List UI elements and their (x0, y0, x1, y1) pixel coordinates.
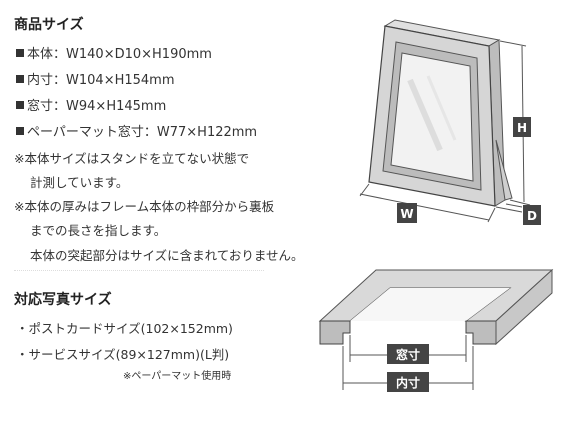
section-right-profile (465, 320, 497, 345)
note-line: 本体の突起部分はサイズに含まれておりません。 (30, 248, 304, 263)
h-label: H (517, 121, 527, 135)
w-label: W (400, 207, 413, 221)
divider (14, 270, 264, 271)
spec-inner: 内寸：W104×H154mm (16, 69, 175, 88)
spec-label: 内寸 (27, 73, 54, 88)
note-line: ※本体サイズはスタンドを立てない状態で (14, 151, 250, 166)
photo-size-heading: 対応写真サイズ (14, 292, 112, 308)
bullet-square-icon (16, 49, 24, 57)
bullet-square-icon (16, 101, 24, 109)
note-line: までの長さを指します。 (30, 223, 167, 238)
frame-stand (495, 139, 513, 201)
spec-value: W140×D10×H190mm (66, 47, 212, 62)
d-dimension-line (495, 206, 523, 213)
spec-value: W94×H145mm (66, 99, 167, 114)
d-label: D (527, 209, 537, 223)
spec-value: W77×H122mm (156, 125, 258, 140)
h-label-box (513, 117, 531, 137)
spec-window: 窓寸：W94×H145mm (16, 95, 166, 114)
inner-label-box (387, 372, 429, 392)
w-dimension-line (359, 193, 490, 221)
glass-shine (426, 75, 457, 141)
note-line: 計測しています。 (30, 175, 129, 190)
spec-label: 本体 (27, 47, 54, 62)
section-left-profile (319, 320, 351, 345)
product-size-heading: 商品サイズ (14, 17, 84, 33)
spec-label: 窓寸 (27, 99, 54, 114)
window-label: 窓寸 (396, 347, 420, 362)
spec-value: W104×H154mm (66, 73, 175, 88)
note-line: ※本体の厚みはフレーム本体の枠部分から裏板 (14, 199, 275, 214)
bullet-square-icon (16, 75, 24, 83)
window-label-box (387, 344, 429, 364)
w-label-box (397, 203, 417, 223)
d-label-box (523, 205, 541, 225)
bullet-square-icon (16, 127, 24, 135)
inner-label: 内寸 (396, 375, 420, 390)
spec-mat-window: ペーパーマット窓寸：W77×H122mm (16, 121, 257, 140)
glass-shine (407, 78, 443, 152)
spec-body: 本体：W140×D10×H190mm (16, 43, 212, 62)
photo-size-item: ・ポストカードサイズ(102×152mm) (16, 321, 233, 336)
spec-label: ペーパーマット窓寸 (27, 125, 144, 140)
photo-size-item: ・サービスサイズ(89×127mm)(L判) (16, 347, 230, 362)
photo-size-footnote: ※ペーパーマット使用時 (123, 371, 232, 382)
